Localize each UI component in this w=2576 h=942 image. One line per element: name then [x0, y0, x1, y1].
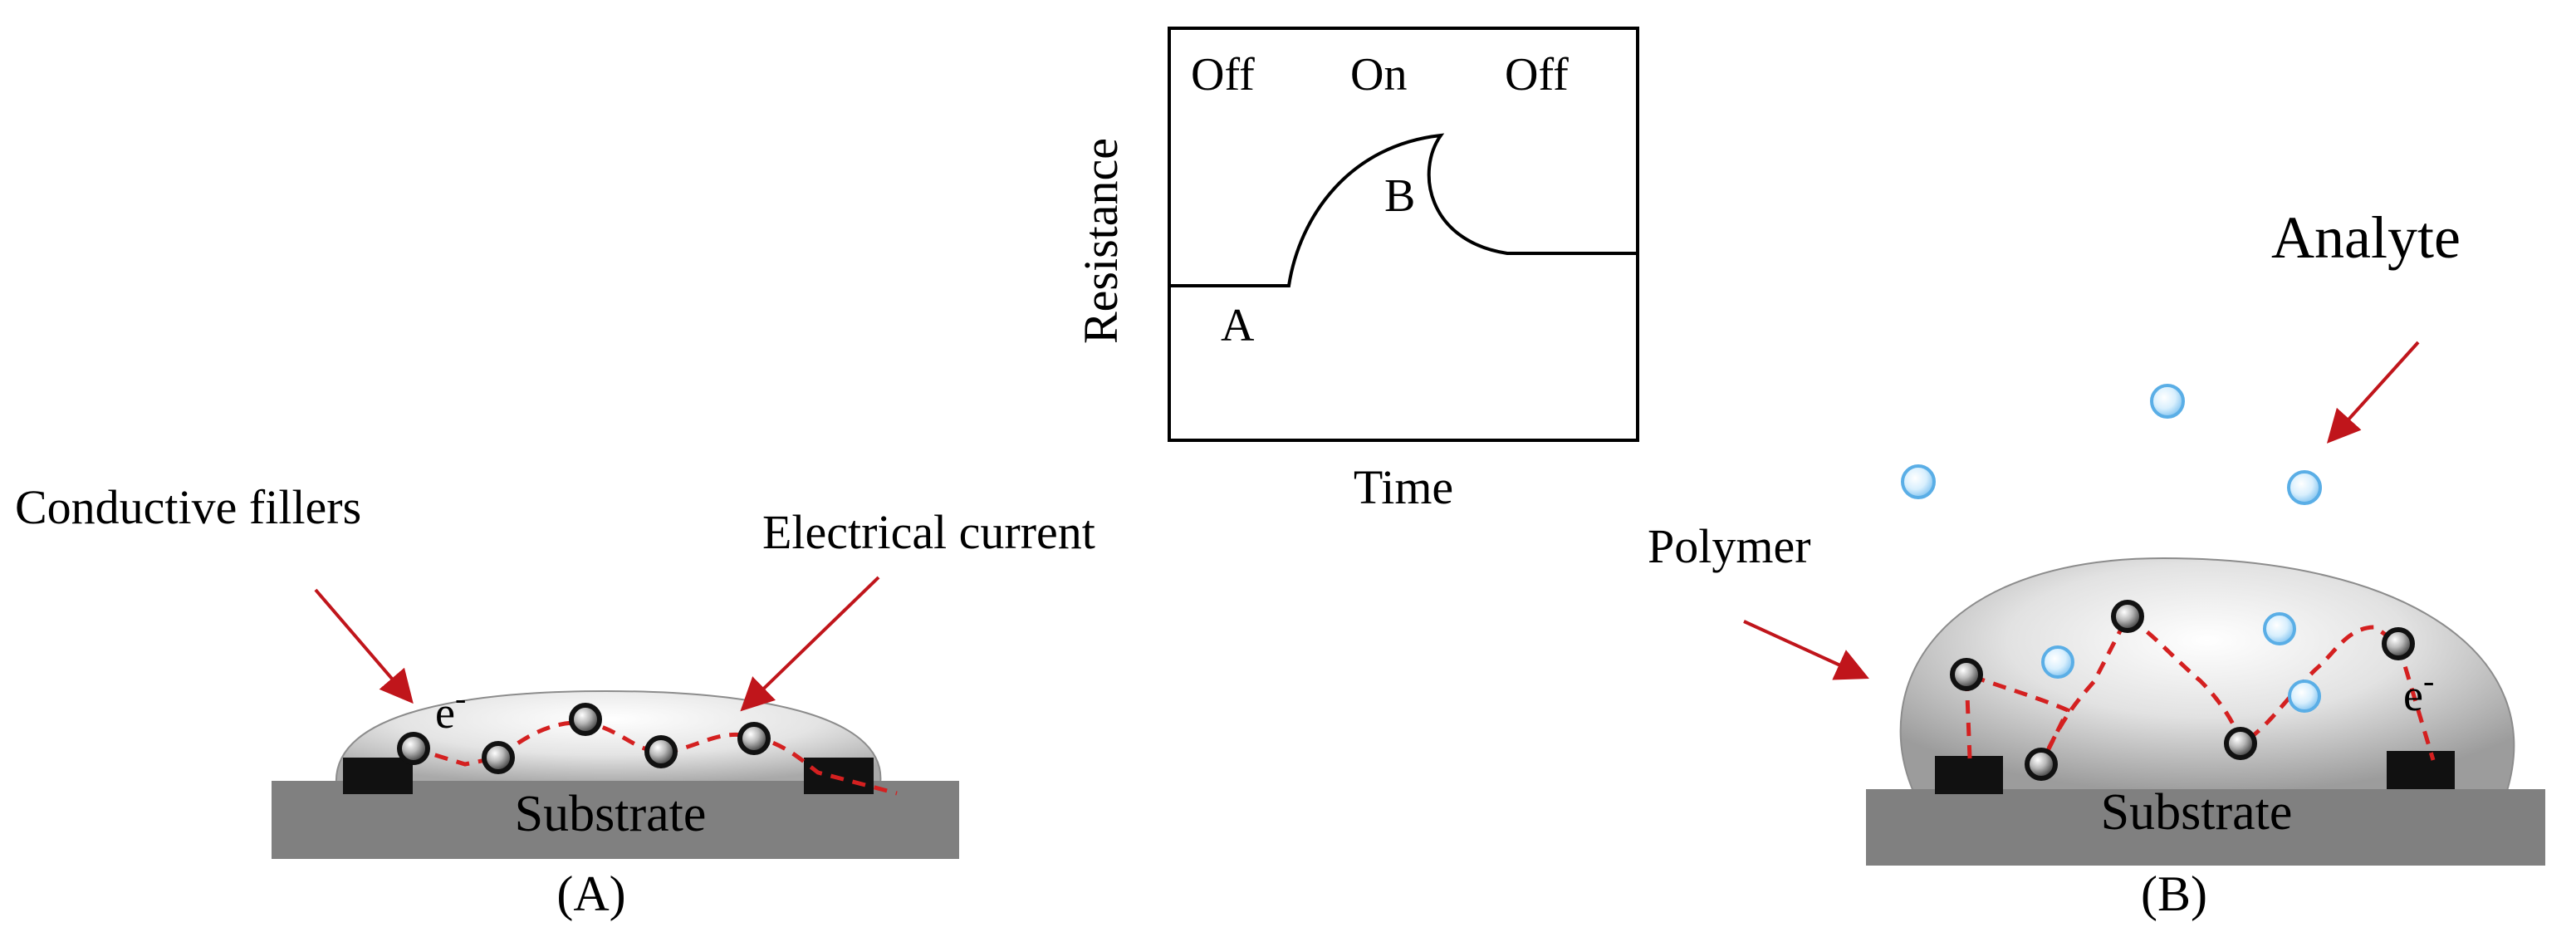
caption-b: (B) — [2141, 866, 2207, 921]
y-axis-label: Resistance — [1074, 138, 1128, 344]
filler-particle — [2224, 727, 2257, 760]
panel-b: Substrate e- Analyte Polymer (B) — [1648, 204, 2545, 921]
state-label-on: On — [1350, 49, 1407, 101]
point-label-b: B — [1384, 170, 1415, 222]
arrow-conductive-fillers — [314, 588, 414, 704]
arrow-polymer — [1743, 620, 1869, 680]
electrode-right-b — [2387, 751, 2455, 789]
filler-particle — [1950, 658, 1983, 691]
filler-particle — [644, 735, 678, 768]
filler-particle — [482, 741, 515, 774]
electron-label-a: e- — [435, 680, 466, 738]
analyte-molecule — [1901, 464, 1936, 499]
substrate-b — [1866, 789, 2545, 866]
electron-label-b: e- — [2403, 662, 2434, 720]
analyte-molecule — [2041, 645, 2074, 679]
panel-a: Substrate e- Conductive fillers Electric… — [15, 480, 1095, 921]
analyte-molecule — [2287, 470, 2322, 505]
filler-particle — [397, 732, 430, 765]
arrow-electrical-current — [740, 576, 880, 712]
substrate-label-a: Substrate — [515, 786, 707, 842]
annotation-analyte: Analyte — [2271, 204, 2461, 271]
annotation-electrical-current: Electrical current — [762, 505, 1095, 559]
analyte-molecule — [2150, 384, 2185, 419]
point-label-a: A — [1221, 300, 1255, 351]
annotation-conductive-fillers: Conductive fillers — [15, 480, 361, 534]
filler-particle — [2111, 600, 2144, 633]
state-label-off-2: Off — [1505, 49, 1569, 101]
annotation-polymer: Polymer — [1648, 519, 1811, 573]
state-label-off-1: Off — [1191, 49, 1255, 101]
current-path-a — [413, 720, 898, 796]
substrate-label-b: Substrate — [2101, 784, 2293, 841]
filler-particle — [2025, 748, 2058, 781]
arrow-analyte — [2326, 341, 2420, 444]
analyte-molecule — [2288, 680, 2321, 713]
resistance-graph: Off On Off B A Resistance Time — [1074, 27, 1639, 514]
polymer-film-b — [1899, 557, 2515, 794]
caption-a: (A) — [556, 866, 625, 921]
polymer-film-a — [335, 689, 882, 785]
filler-particle — [2382, 627, 2415, 660]
resistance-curve — [1169, 133, 1638, 287]
electrode-left-a — [343, 758, 413, 794]
analyte-molecule — [2263, 612, 2296, 645]
electrode-left-b — [1935, 756, 2003, 794]
current-path-b — [1964, 613, 2436, 766]
graph-frame — [1168, 27, 1639, 442]
filler-particle — [737, 722, 771, 755]
filler-particle — [569, 703, 602, 736]
x-axis-label: Time — [1354, 460, 1453, 514]
